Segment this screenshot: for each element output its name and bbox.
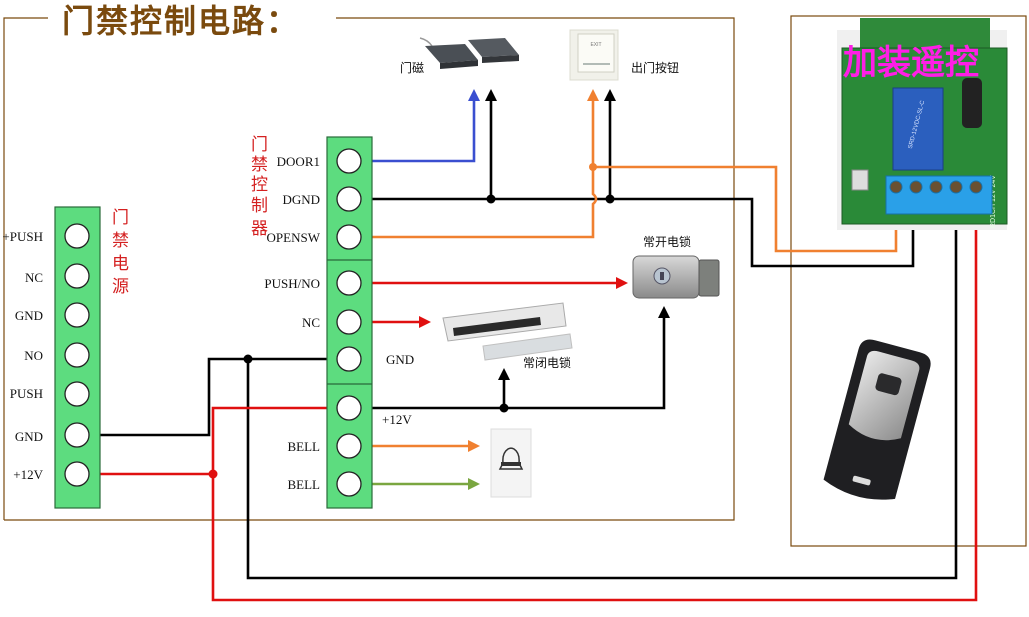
pin-label: +12V — [13, 467, 43, 482]
door-magnet-image: 门磁 — [400, 37, 519, 75]
pin-label: PUSH/NO — [264, 276, 320, 291]
remote-frame — [790, 15, 1027, 547]
relay-screw-terminal — [949, 180, 963, 194]
pin-label: GND — [15, 308, 43, 323]
svg-text:电: 电 — [112, 254, 129, 274]
svg-text:器: 器 — [251, 219, 268, 239]
controller-terminal — [336, 148, 362, 174]
diagram-title: 门禁控制电路： — [62, 2, 300, 40]
power-supply-label: 门 禁 电 源 — [112, 208, 129, 297]
junction-dot — [605, 194, 615, 204]
pin-label: OPENSW — [267, 230, 321, 245]
pin-label: DGND — [282, 192, 320, 207]
remote-receiver-board: SRD-12VDC-SL-C RD1CH 12V 24V — [837, 18, 1008, 230]
pin-label: BELL — [288, 439, 321, 454]
relay-screw-terminal — [889, 180, 903, 194]
wire-12v-to-no-lock — [349, 306, 670, 410]
pin-label: NC — [302, 315, 320, 330]
pin-label: NO — [24, 348, 43, 363]
power-terminal — [64, 422, 90, 448]
junction-dot — [486, 194, 496, 204]
power-terminal — [64, 381, 90, 407]
wire-door1-blue — [349, 89, 480, 163]
wire-opensw-orange — [349, 89, 599, 239]
svg-text:禁: 禁 — [112, 231, 129, 251]
relay-screw-terminal — [909, 180, 923, 194]
svg-text:制: 制 — [251, 196, 268, 216]
wire-12v-loop-red — [211, 212, 978, 602]
door-magnet-label: 门磁 — [400, 60, 424, 75]
junction-dot — [243, 354, 253, 364]
svg-text:禁: 禁 — [251, 155, 268, 175]
svg-text:RD1CH 12V 24V: RD1CH 12V 24V — [990, 175, 997, 228]
junction-dot — [208, 469, 218, 479]
wire-gnd-loop-black — [246, 212, 958, 580]
svg-text:控: 控 — [251, 175, 268, 195]
remote-fob-image — [823, 339, 931, 500]
exit-button-image: EXIT 出门按钮 — [569, 29, 679, 81]
normally-open-lock-label: 常开电锁 — [643, 234, 691, 249]
power-terminal — [64, 461, 90, 487]
normally-open-lock-image: 常开电锁 — [632, 234, 720, 299]
normally-closed-lock-label: 常闭电锁 — [523, 355, 571, 370]
normally-closed-lock-image: 常闭电锁 — [442, 302, 573, 370]
relay-screw-terminal — [969, 180, 983, 194]
wire-opensw-to-relay — [593, 165, 898, 253]
pin-label: GND — [15, 429, 43, 444]
power-terminal — [64, 263, 90, 289]
junction-dot — [589, 163, 597, 171]
svg-text:EXIT: EXIT — [590, 42, 601, 48]
exit-button-label: 出门按钮 — [631, 60, 679, 75]
wire-12v-to-controller — [211, 406, 349, 474]
power-terminal — [64, 223, 90, 249]
relay-screw-terminal — [929, 180, 943, 194]
power-supply-pin-labels: +PUSH NC GND NO PUSH GND +12V — [2, 229, 43, 482]
power-supply-terminal-block — [54, 206, 101, 509]
doorbell-image — [490, 428, 532, 498]
pin-label: NC — [25, 270, 43, 285]
wire-gnd-black — [77, 357, 349, 437]
svg-text:源: 源 — [112, 277, 129, 297]
controller-terminal — [336, 433, 362, 459]
junction-dot — [499, 403, 509, 413]
wire-dgnd-black — [349, 197, 915, 268]
controller-terminal — [336, 224, 362, 250]
controller-label: 门 禁 控 制 器 — [251, 135, 268, 239]
controller-terminal — [336, 270, 362, 296]
controller-terminal-block — [326, 136, 373, 509]
power-terminal — [64, 342, 90, 368]
pin-label: +PUSH — [2, 229, 43, 244]
gnd-side-label: GND — [386, 352, 414, 367]
controller-terminal — [336, 309, 362, 335]
remote-module-title: 加装遥控 — [843, 43, 979, 83]
controller-terminal — [336, 346, 362, 372]
power-terminal — [64, 302, 90, 328]
svg-text:门: 门 — [112, 208, 129, 228]
pin-label: PUSH — [10, 386, 43, 401]
pin-label: BELL — [288, 477, 321, 492]
pin-label: DOOR1 — [277, 154, 320, 169]
plus12v-side-label: +12V — [382, 412, 412, 427]
controller-pin-labels: DOOR1 DGND OPENSW PUSH/NO NC BELL BELL G… — [264, 154, 414, 492]
controller-terminal — [336, 186, 362, 212]
controller-terminal — [336, 471, 362, 497]
svg-text:门: 门 — [251, 135, 268, 155]
controller-terminal — [336, 395, 362, 421]
main-frame — [3, 17, 735, 521]
